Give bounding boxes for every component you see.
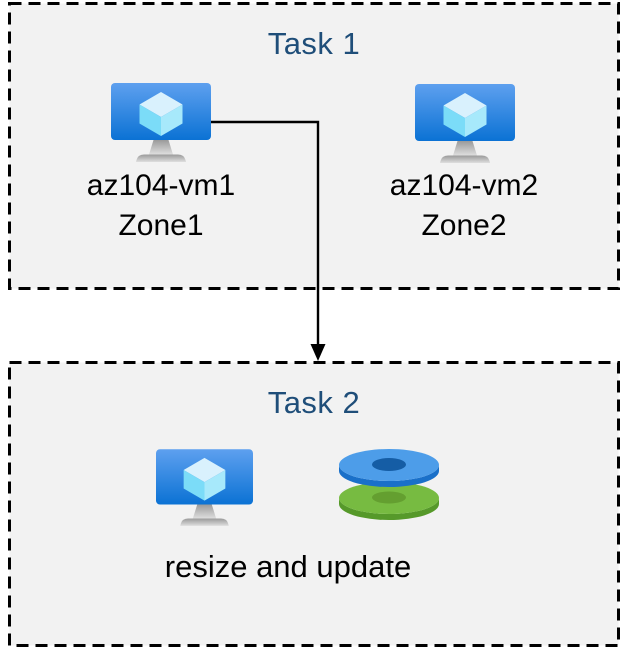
task2-box [8,361,620,647]
connector-arrowhead-icon [310,344,326,361]
connector-arrow-line [211,120,320,345]
task1-box [8,2,620,290]
